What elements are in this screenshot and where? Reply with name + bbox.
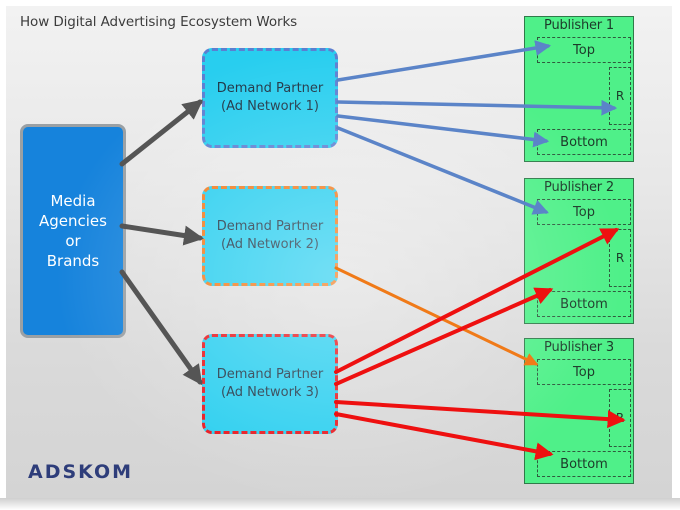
demand-partner-2-node: Demand Partner (Ad Network 2) bbox=[202, 186, 338, 286]
slide-shadow bbox=[0, 498, 680, 510]
adskom-logo: ADSKOM bbox=[28, 461, 134, 483]
publisher-2-bottom-slot: Bottom bbox=[537, 291, 631, 317]
publisher-1-top-slot: Top bbox=[537, 37, 631, 63]
publisher-2-box: Publisher 2 Top R Bottom bbox=[524, 178, 634, 324]
publisher-3-box: Publisher 3 Top R Bottom bbox=[524, 338, 634, 484]
media-agencies-node: Media Agencies or Brands bbox=[20, 124, 126, 338]
publisher-2-right-slot: R bbox=[609, 229, 631, 287]
publisher-3-top-slot: Top bbox=[537, 359, 631, 385]
publisher-1-bottom-slot: Bottom bbox=[537, 129, 631, 155]
demand-partner-1-node: Demand Partner (Ad Network 1) bbox=[202, 48, 338, 148]
slide-canvas: How Digital Advertising Ecosystem Works … bbox=[6, 6, 672, 498]
publisher-2-top-slot: Top bbox=[537, 199, 631, 225]
publisher-3-title: Publisher 3 bbox=[544, 340, 614, 355]
publisher-3-right-slot: R bbox=[609, 389, 631, 447]
publisher-3-bottom-slot: Bottom bbox=[537, 451, 631, 477]
publisher-1-box: Publisher 1 Top R Bottom bbox=[524, 16, 634, 162]
diagram-title: How Digital Advertising Ecosystem Works bbox=[20, 14, 298, 30]
demand-partner-3-node: Demand Partner (Ad Network 3) bbox=[202, 334, 338, 434]
publisher-1-right-slot: R bbox=[609, 67, 631, 125]
publisher-2-title: Publisher 2 bbox=[544, 180, 614, 195]
publisher-1-title: Publisher 1 bbox=[544, 18, 614, 33]
